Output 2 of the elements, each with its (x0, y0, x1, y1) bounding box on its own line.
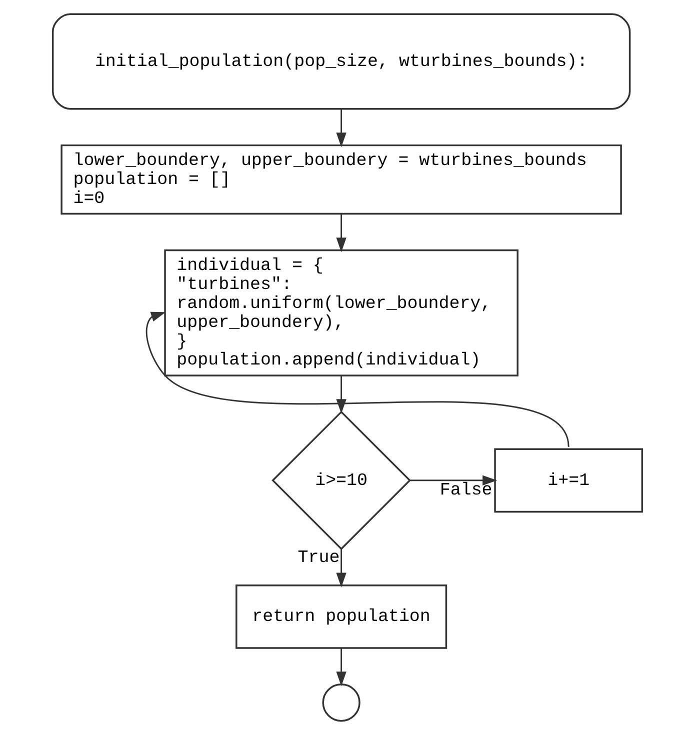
edge-label: False (439, 480, 492, 500)
edge-label: True (297, 548, 340, 568)
